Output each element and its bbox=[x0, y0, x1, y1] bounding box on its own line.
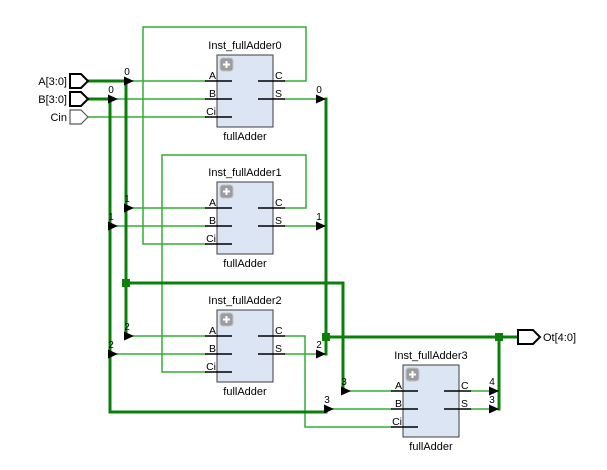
pin-label-A: A bbox=[395, 380, 402, 392]
pin-label-S: S bbox=[275, 215, 282, 227]
instance-name-label: Inst_fullAdder1 bbox=[208, 167, 281, 179]
tap-b-bit3-label: 3 bbox=[324, 395, 330, 406]
pin-label-C: C bbox=[275, 325, 283, 337]
expand-icon[interactable] bbox=[219, 184, 234, 199]
pin-label-A: A bbox=[209, 70, 216, 82]
tap-b-bit1-label: 1 bbox=[108, 212, 114, 223]
expand-icon[interactable] bbox=[219, 57, 234, 72]
net-carry0[interactable] bbox=[142, 26, 307, 245]
pin-label-Ci: Ci bbox=[206, 361, 216, 373]
pin-label-Ci: Ci bbox=[206, 106, 216, 118]
pin-label-B: B bbox=[209, 88, 216, 100]
block-body-Inst_fullAdder0[interactable] bbox=[216, 54, 274, 128]
component-type-label: fullAdder bbox=[223, 258, 267, 270]
bus-a-main[interactable] bbox=[86, 79, 128, 338]
pin-label-B: B bbox=[209, 343, 216, 355]
expand-icon[interactable] bbox=[219, 312, 234, 327]
tap-ot-bit2-label: 2 bbox=[316, 340, 322, 351]
tap-ot-bit3-label: 3 bbox=[489, 395, 495, 406]
tap-ot-bit3-arrow bbox=[489, 404, 499, 414]
net-carry1[interactable] bbox=[161, 154, 307, 373]
component-type-label: fullAdder bbox=[223, 386, 267, 398]
tap-a-bit3-arrow bbox=[341, 386, 351, 396]
instance-Inst_fullAdder3: Inst_fullAdder3 fullAdder AB Ci CS bbox=[391, 350, 471, 453]
tap-b-bit2-arrow bbox=[108, 349, 118, 359]
instance-Inst_fullAdder2: Inst_fullAdder2 fullAdder AB Ci CS bbox=[205, 295, 285, 398]
tap-ot-bit4-label: 4 bbox=[489, 377, 495, 388]
pin-label-Ci: Ci bbox=[392, 416, 402, 428]
tap-b-bit3-arrow bbox=[324, 404, 334, 414]
pin-label-S: S bbox=[461, 398, 468, 410]
junction-a-branch bbox=[122, 279, 130, 287]
bus-a-branch[interactable] bbox=[124, 281, 345, 393]
tap-b-bit0-label: 0 bbox=[108, 85, 114, 96]
tap-a-bit0-arrow bbox=[124, 76, 134, 86]
instance-name-label: Inst_fullAdder2 bbox=[208, 295, 281, 307]
tap-b-bit2-label: 2 bbox=[108, 340, 114, 351]
tap-ot-bit1-label: 1 bbox=[316, 212, 322, 223]
output-port-ot[interactable] bbox=[517, 329, 542, 345]
input-port-a[interactable] bbox=[69, 73, 90, 89]
instance-name-label: Inst_fullAdder3 bbox=[394, 350, 467, 362]
instance-Inst_fullAdder0: Inst_fullAdder0 fullAdder AB Ci CS bbox=[205, 40, 285, 143]
junction-ot-right bbox=[495, 333, 503, 341]
instance-Inst_fullAdder1: Inst_fullAdder1 fullAdder AB Ci CS bbox=[205, 167, 285, 270]
input-port-cin[interactable] bbox=[69, 109, 89, 125]
tap-ot-bit4-arrow bbox=[489, 386, 499, 396]
pin-label-S: S bbox=[275, 343, 282, 355]
pin-label-C: C bbox=[275, 70, 283, 82]
pin-label-A: A bbox=[209, 197, 216, 209]
pin-label-C: C bbox=[275, 197, 283, 209]
pin-label-A: A bbox=[209, 325, 216, 337]
tap-b-bit0-arrow bbox=[108, 94, 118, 104]
tap-ot-bit0-label: 0 bbox=[316, 85, 322, 96]
input-port-b-label: B[3:0] bbox=[38, 94, 67, 106]
output-port-ot-label: Ot[4:0] bbox=[543, 332, 576, 344]
tap-a-bit2-arrow bbox=[124, 331, 134, 341]
input-port-b[interactable] bbox=[69, 91, 90, 107]
tap-ot-bit1-arrow bbox=[316, 221, 326, 231]
tap-ot-bit0-arrow bbox=[316, 94, 326, 104]
pin-label-B: B bbox=[395, 398, 402, 410]
pin-label-S: S bbox=[275, 88, 282, 100]
instance-name-label: Inst_fullAdder0 bbox=[208, 40, 281, 52]
tap-a-bit1-label: 1 bbox=[124, 194, 130, 205]
input-port-a-label: A[3:0] bbox=[38, 76, 67, 88]
tap-a-bit2-label: 2 bbox=[124, 322, 130, 333]
tap-a-bit3-label: 3 bbox=[341, 377, 347, 388]
pin-label-Ci: Ci bbox=[206, 233, 216, 245]
tap-ot-bit2-arrow bbox=[316, 349, 326, 359]
input-port-cin-label: Cin bbox=[50, 112, 67, 124]
component-type-label: fullAdder bbox=[223, 131, 267, 143]
pin-label-C: C bbox=[461, 380, 469, 392]
net-carry2[interactable] bbox=[284, 335, 392, 428]
tap-a-bit1-arrow bbox=[124, 203, 134, 213]
junction-ot-left bbox=[322, 333, 330, 341]
pin-label-B: B bbox=[209, 215, 216, 227]
tap-a-bit0-label: 0 bbox=[124, 67, 130, 78]
expand-icon[interactable] bbox=[405, 367, 420, 382]
component-type-label: fullAdder bbox=[409, 441, 453, 453]
tap-b-bit1-arrow bbox=[108, 221, 118, 231]
